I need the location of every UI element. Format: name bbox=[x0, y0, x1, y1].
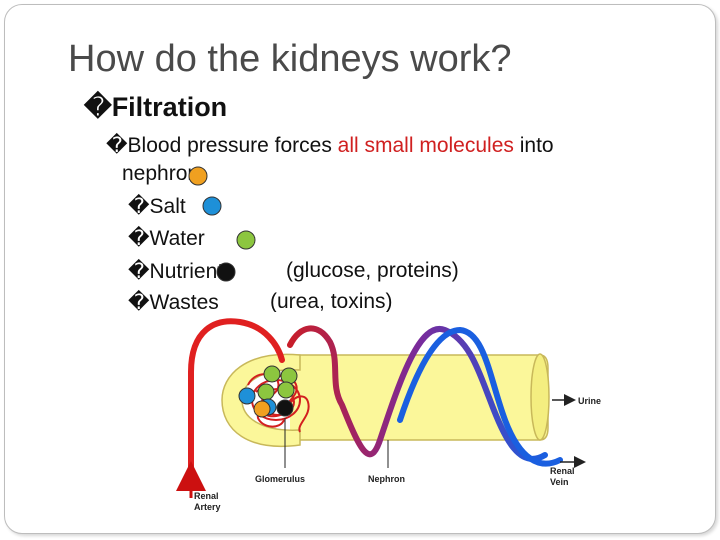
slide-title: How do the kidneys work? bbox=[68, 38, 512, 80]
label-renal-vein-text: Renal bbox=[550, 466, 575, 476]
label-renal-artery-text2: Artery bbox=[194, 502, 221, 512]
list-item-wastes: �Wastes bbox=[128, 290, 219, 315]
water-molecule bbox=[280, 367, 298, 385]
item-label: Nutrients bbox=[149, 260, 234, 283]
legend-dot-nutrients bbox=[216, 262, 236, 282]
highlight-small-molecules: all small molecules bbox=[337, 134, 514, 157]
wastes-note: (urea, toxins) bbox=[270, 290, 393, 313]
label-renal-vein-text2: Vein bbox=[550, 477, 569, 487]
item-label: Water bbox=[149, 227, 205, 250]
tube-end bbox=[530, 353, 550, 441]
legend-dot-salt bbox=[202, 196, 222, 216]
water-molecule bbox=[257, 383, 275, 401]
label-urine: Urine bbox=[578, 396, 601, 406]
peritubular-vessel bbox=[287, 325, 548, 462]
blood-pressure-line: �Blood pressure forces all small molecul… bbox=[106, 133, 554, 158]
bullet-glyph: � bbox=[106, 134, 128, 157]
bowmans-capsule bbox=[221, 353, 301, 447]
blood-pressure-line-cont: nephron bbox=[122, 162, 200, 185]
list-item-salt: �Salt bbox=[128, 194, 186, 219]
line-text-a: Blood pressure forces bbox=[127, 134, 338, 157]
nutrient-molecule bbox=[276, 399, 294, 417]
item-label: Salt bbox=[149, 195, 186, 218]
water-molecule bbox=[263, 365, 281, 383]
label-nephron: Nephron bbox=[368, 474, 405, 484]
label-renal-artery-text: Renal bbox=[194, 491, 219, 501]
bullet-glyph: � bbox=[128, 291, 150, 314]
label-glomerulus: Glomerulus bbox=[255, 474, 305, 484]
renal-artery bbox=[188, 318, 285, 481]
legend-dot-wastes bbox=[188, 166, 208, 186]
heading-text: Filtration bbox=[111, 92, 228, 122]
bullet-glyph: � bbox=[128, 195, 150, 218]
heading-filtration: �Filtration bbox=[84, 92, 227, 123]
legend-dot-water bbox=[236, 230, 256, 250]
renal-vein bbox=[397, 326, 563, 467]
list-item-nutrients: �Nutrients bbox=[128, 259, 234, 284]
salt-molecule bbox=[238, 387, 256, 405]
bullet-glyph: � bbox=[128, 260, 150, 283]
bullet-glyph: � bbox=[128, 227, 150, 250]
item-label: Wastes bbox=[149, 291, 219, 314]
bullet-glyph: � bbox=[84, 92, 112, 122]
urea-molecule bbox=[253, 400, 271, 418]
line-text-b: into bbox=[513, 134, 554, 157]
text-mask bbox=[120, 312, 540, 326]
water-molecule bbox=[277, 381, 295, 399]
list-item-water: �Water bbox=[128, 226, 205, 251]
nutrients-note: (glucose, proteins) bbox=[286, 259, 459, 282]
